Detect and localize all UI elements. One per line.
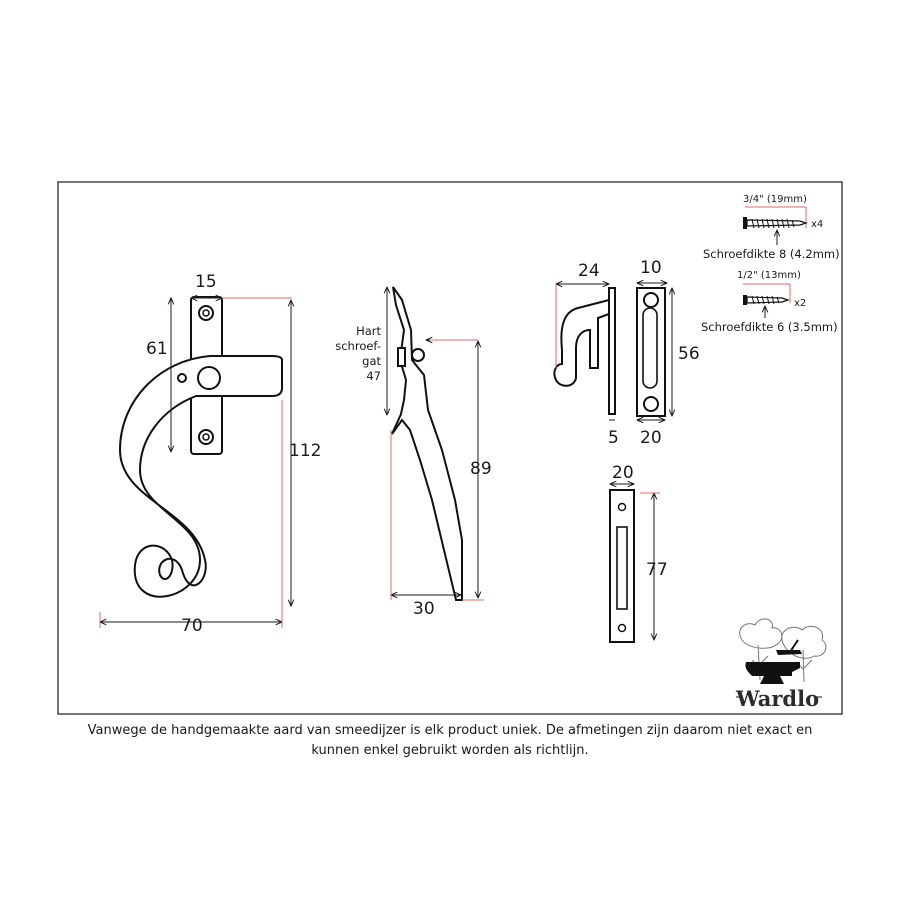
hook-view: 24 5 10 56 20 (553, 258, 700, 448)
hook-thickness-label: 5 (608, 428, 619, 448)
hook-plate-height: 56 (678, 344, 700, 364)
keep-width-label: 20 (612, 463, 634, 483)
large-screw-count: x4 (811, 219, 823, 230)
anvil-icon (745, 639, 802, 684)
brand-name: Wardlo (735, 686, 819, 711)
hook-depth-label: 24 (578, 261, 600, 281)
center-label-line3: gat (362, 354, 381, 368)
profile-depth-label: 30 (413, 599, 435, 619)
keep-plate-view: 20 77 (609, 463, 668, 643)
small-screw-icon (743, 295, 790, 305)
disclaimer-line-1: Vanwege de handgemaakte aard van smeedij… (87, 723, 813, 738)
center-label-line1: Hart (356, 324, 381, 338)
center-label-line2: schroef- (335, 339, 381, 353)
screw-legend: 3/4" (19mm) x4 Schroefdikte 8 (4.2mm) 1/… (701, 194, 840, 334)
center-value: 47 (366, 369, 381, 383)
handle-length-label: 70 (181, 616, 203, 636)
profile-height-label: 89 (470, 459, 492, 479)
large-screw-icon (743, 217, 808, 229)
large-screw-gauge: Schroefdikte 8 (4.2mm) (703, 247, 840, 261)
keep-height-label: 77 (646, 560, 668, 580)
large-screw-size: 3/4" (19mm) (743, 194, 807, 205)
handle-front-view: 15 61 112 70 (100, 272, 321, 636)
wardlo-logo: Wardlo (735, 618, 827, 711)
disclaimer-line-2: kunnen enkel gebruikt worden als richtli… (311, 743, 589, 758)
hook-plate-width-bottom: 20 (640, 428, 662, 448)
small-screw-size: 1/2" (13mm) (737, 270, 801, 281)
drawing-frame (57, 181, 843, 715)
handle-side-view: Hart schroef- gat 47 89 30 (335, 287, 492, 619)
handle-width-label: 15 (195, 272, 217, 292)
small-screw-count: x2 (794, 298, 806, 309)
disclaimer: Vanwege de handgemaakte aard van smeedij… (60, 721, 840, 761)
handle-plate-label: 61 (146, 339, 168, 359)
hook-plate-width-top: 10 (640, 258, 662, 278)
small-screw-gauge: Schroefdikte 6 (3.5mm) (701, 320, 838, 334)
handle-height-label: 112 (289, 441, 321, 461)
